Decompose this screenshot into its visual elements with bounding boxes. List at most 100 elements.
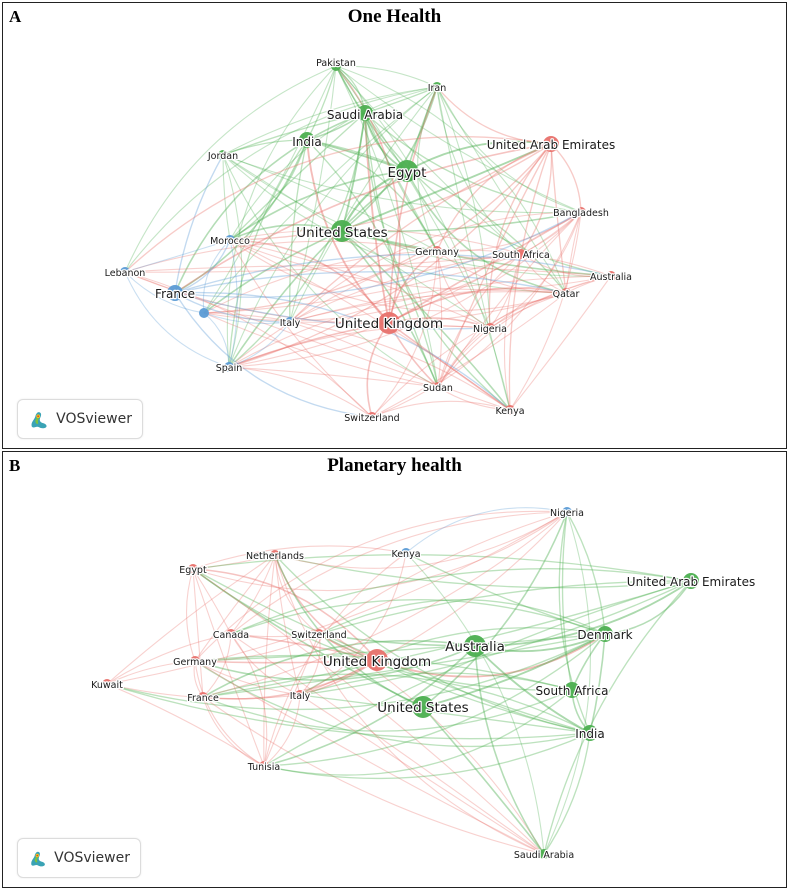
collaboration-link bbox=[341, 112, 366, 232]
collaboration-link bbox=[437, 211, 582, 388]
country-label: Tunisia bbox=[247, 762, 280, 773]
country-node[interactable] bbox=[432, 246, 442, 256]
country-node[interactable] bbox=[167, 285, 183, 301]
collaboration-link bbox=[335, 65, 439, 388]
country-node[interactable] bbox=[259, 761, 269, 771]
collaboration-link bbox=[203, 312, 291, 325]
collaboration-link bbox=[335, 65, 438, 252]
country-label: India bbox=[575, 727, 604, 741]
collaboration-link bbox=[274, 554, 692, 589]
country-node[interactable] bbox=[539, 849, 549, 859]
panel-title: One Health bbox=[347, 6, 442, 27]
collaboration-link bbox=[228, 239, 238, 368]
collaboration-link bbox=[229, 239, 567, 312]
country-label: Morocco bbox=[210, 236, 250, 247]
collaboration-link bbox=[335, 65, 438, 88]
country-node[interactable] bbox=[218, 150, 228, 160]
country-node[interactable] bbox=[357, 105, 373, 121]
collaboration-link bbox=[202, 633, 606, 698]
panel-title: Planetary health bbox=[327, 455, 462, 476]
collaboration-link bbox=[437, 327, 491, 388]
country-node[interactable] bbox=[224, 362, 234, 372]
country-node[interactable] bbox=[285, 317, 295, 327]
collaboration-link bbox=[186, 568, 196, 662]
collaboration-link bbox=[263, 633, 320, 767]
country-node[interactable] bbox=[582, 725, 598, 741]
collaboration-link bbox=[371, 250, 438, 418]
country-label: Jordan bbox=[207, 151, 238, 162]
country-node[interactable] bbox=[516, 249, 526, 259]
country-node[interactable] bbox=[120, 267, 130, 277]
country-node[interactable] bbox=[314, 629, 324, 639]
collaboration-link bbox=[124, 271, 373, 418]
collaboration-link bbox=[174, 253, 612, 294]
country-node[interactable] bbox=[295, 690, 305, 700]
country-node[interactable] bbox=[331, 220, 353, 242]
collaboration-link bbox=[194, 660, 265, 767]
collaboration-link bbox=[124, 271, 205, 314]
collaboration-link bbox=[174, 291, 511, 411]
country-node[interactable] bbox=[226, 629, 236, 639]
collaboration-link bbox=[192, 568, 424, 708]
country-node[interactable] bbox=[366, 649, 388, 671]
country-node[interactable] bbox=[562, 507, 572, 517]
collaboration-link bbox=[405, 552, 606, 635]
country-node[interactable] bbox=[485, 323, 495, 333]
collaboration-link bbox=[299, 511, 568, 696]
country-label: Australia bbox=[590, 272, 632, 283]
country-node[interactable] bbox=[561, 288, 571, 298]
collaboration-link bbox=[106, 633, 232, 685]
collaboration-link bbox=[192, 568, 232, 635]
country-node[interactable] bbox=[367, 412, 377, 422]
collaboration-link bbox=[274, 554, 545, 855]
country-node[interactable] bbox=[576, 207, 586, 217]
collaboration-link bbox=[222, 154, 243, 368]
collaboration-link bbox=[202, 633, 232, 698]
collaboration-link bbox=[228, 366, 373, 418]
country-node[interactable] bbox=[564, 682, 580, 698]
country-label: Lebanon bbox=[105, 268, 146, 279]
country-node[interactable] bbox=[299, 132, 315, 148]
country-node[interactable] bbox=[412, 696, 434, 718]
collaboration-link bbox=[194, 554, 276, 662]
country-node[interactable] bbox=[606, 271, 616, 281]
country-node[interactable] bbox=[433, 382, 443, 392]
collaboration-link bbox=[229, 239, 612, 291]
collaboration-link bbox=[194, 659, 378, 664]
collaboration-link bbox=[192, 568, 545, 855]
collaboration-link bbox=[202, 639, 476, 698]
collaboration-link bbox=[222, 112, 366, 156]
collaboration-link bbox=[371, 211, 582, 418]
collaboration-link bbox=[289, 143, 552, 323]
collaboration-link bbox=[335, 65, 491, 329]
country-node[interactable] bbox=[331, 61, 341, 71]
country-node[interactable] bbox=[683, 573, 699, 589]
collaboration-link bbox=[106, 511, 568, 685]
country-node[interactable] bbox=[225, 235, 235, 245]
collaboration-link bbox=[202, 696, 545, 855]
country-node[interactable] bbox=[190, 656, 200, 666]
country-node[interactable] bbox=[597, 626, 613, 642]
country-label: South Africa bbox=[536, 684, 609, 698]
country-node[interactable] bbox=[198, 692, 208, 702]
country-node[interactable] bbox=[432, 82, 442, 92]
country-node[interactable] bbox=[396, 160, 418, 182]
country-node[interactable] bbox=[270, 550, 280, 560]
country-node[interactable] bbox=[543, 136, 559, 152]
collaboration-link bbox=[228, 139, 308, 368]
collaboration-link bbox=[437, 386, 511, 411]
country-node[interactable] bbox=[505, 405, 515, 415]
country-node[interactable] bbox=[102, 679, 112, 689]
collaboration-link bbox=[228, 112, 366, 368]
collaboration-link bbox=[174, 211, 582, 298]
country-node[interactable] bbox=[464, 635, 486, 657]
collaboration-link bbox=[124, 86, 438, 273]
country-node[interactable] bbox=[401, 548, 411, 558]
country-node[interactable] bbox=[199, 308, 209, 318]
panel-letter: A bbox=[9, 7, 22, 26]
country-node[interactable] bbox=[378, 312, 400, 334]
country-node[interactable] bbox=[188, 564, 198, 574]
collaboration-link bbox=[520, 143, 553, 255]
